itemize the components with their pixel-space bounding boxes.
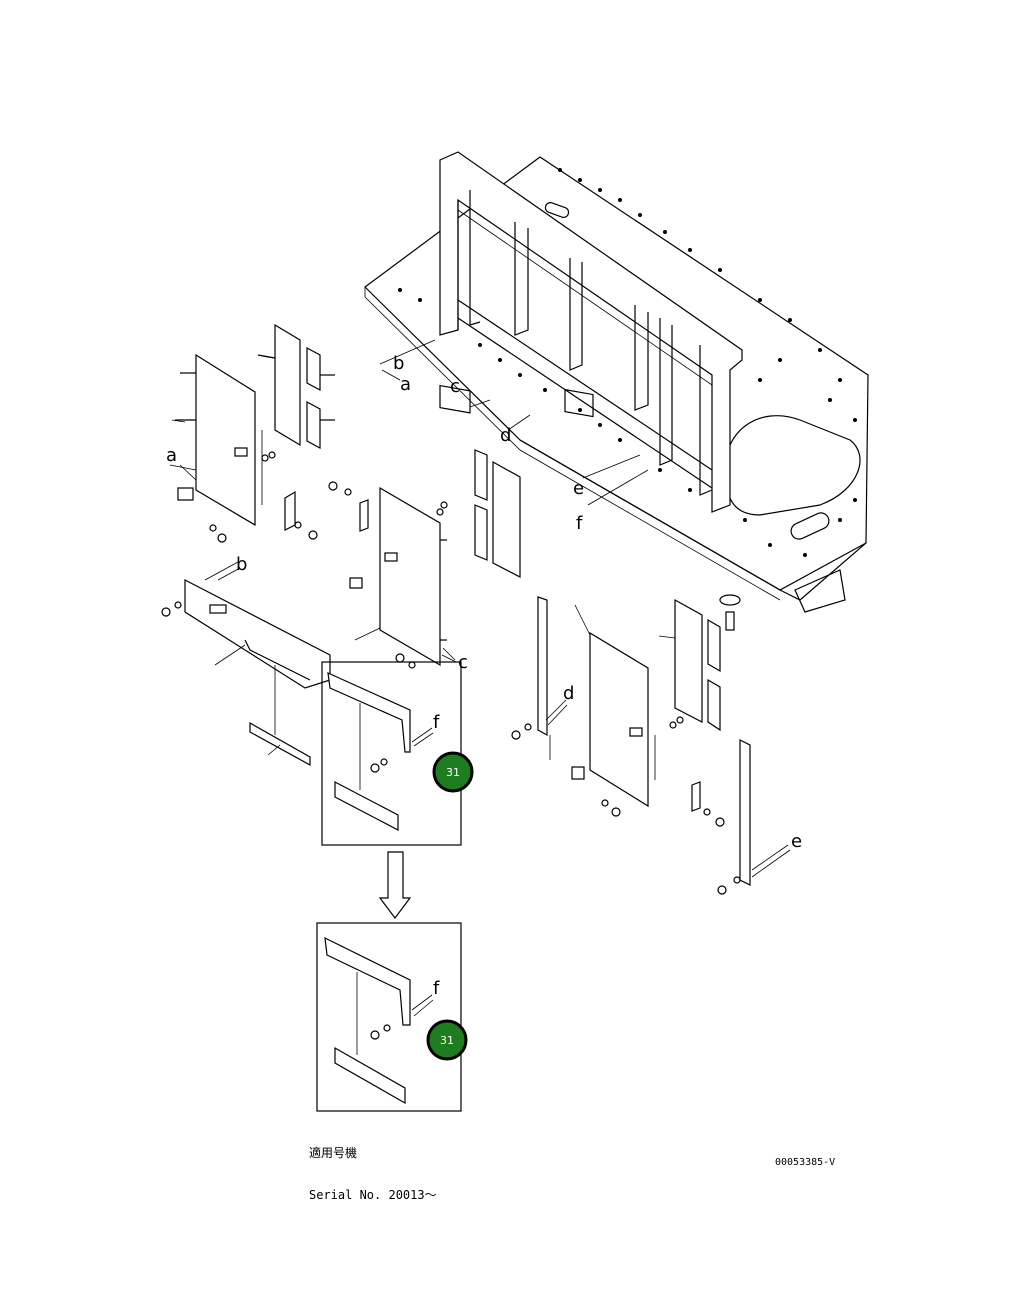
document-id: 00053385-V — [775, 1157, 836, 1168]
plate-holes — [398, 168, 857, 557]
callout-c-upper: c — [450, 376, 460, 397]
reference-badge-2[interactable]: 31 — [426, 1019, 468, 1061]
callout-a-upper: a — [400, 374, 411, 395]
callout-f-box1: f — [433, 712, 440, 733]
down-arrow-icon — [378, 851, 412, 919]
callout-f-upper: f — [576, 513, 583, 534]
main-frame-assembly — [364, 151, 869, 613]
left-door-assembly — [175, 323, 335, 543]
callout-b-left: b — [236, 554, 247, 575]
serial-note-number: Serial No. 20013～ — [309, 1188, 437, 1202]
middle-door-assembly — [328, 449, 521, 669]
callout-e-upper: e — [573, 478, 584, 499]
lower-left-cover — [161, 579, 331, 767]
serial-note: 適用号機 Serial No. 20013～ — [309, 1118, 437, 1216]
callout-d-upper: d — [500, 425, 511, 446]
leader-lines — [169, 339, 791, 1017]
callout-e-right: e — [791, 831, 802, 852]
badge-2-label: 31 — [440, 1034, 454, 1047]
callout-d-right: d — [563, 683, 574, 704]
serial-note-jp: 適用号機 — [309, 1146, 358, 1160]
callout-labels: a b c d e f a b c d f f e — [166, 353, 802, 999]
callout-f-box2: f — [433, 978, 440, 999]
detail-box-2 — [316, 922, 462, 1112]
right-door-assembly — [511, 594, 751, 895]
badge-1-label: 31 — [446, 766, 460, 779]
reference-badge-1[interactable]: 31 — [432, 751, 474, 793]
callout-b-upper: b — [393, 353, 404, 374]
callout-c-middle: c — [458, 652, 468, 673]
callout-a-left: a — [166, 445, 177, 466]
detail-box-1 — [321, 661, 462, 846]
